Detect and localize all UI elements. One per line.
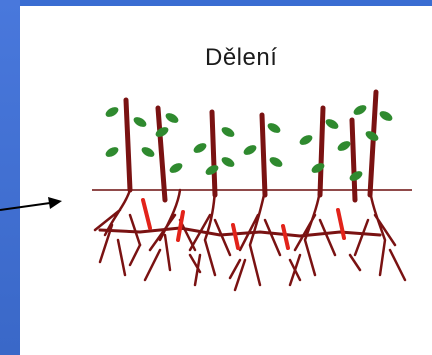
root-system xyxy=(95,190,405,290)
pointer-arrow xyxy=(0,197,62,210)
